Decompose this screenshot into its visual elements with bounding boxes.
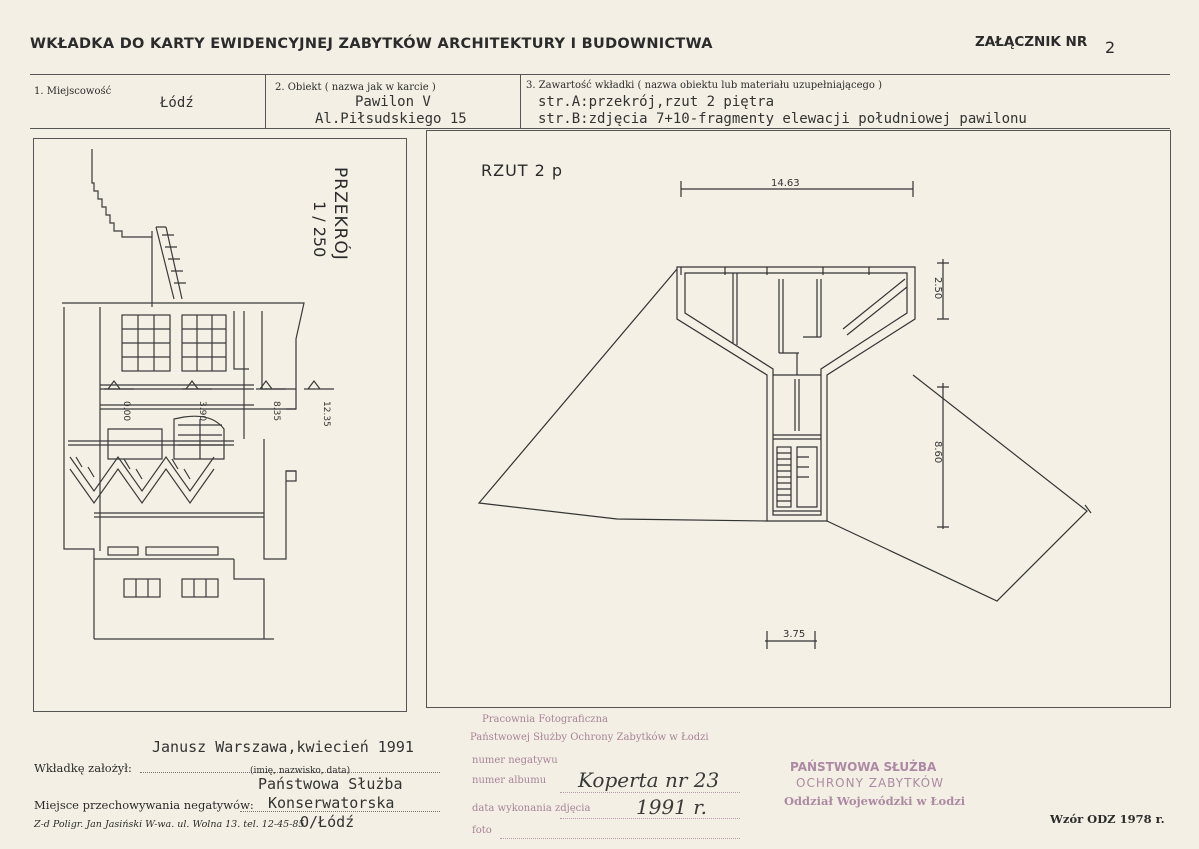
- plan-drawing-panel: RZUT 2 p: [426, 130, 1171, 708]
- printer-note: Z-d Poligr. Jan Jasiński W-wa. ul. Wolna…: [34, 819, 305, 830]
- section-level-label: 3.90: [197, 401, 207, 421]
- author-value: Janusz Warszawa,kwiecień 1991: [152, 738, 414, 756]
- content-line1: str.A:przekrój,rzut 2 piętra: [538, 94, 775, 110]
- form-id: Wzór ODZ 1978 r.: [1050, 812, 1165, 826]
- plan-dim-depth: 8.60: [932, 441, 943, 463]
- plan-drawing: 14.63 2.50 8.60 3.75: [477, 178, 1092, 649]
- object-line1: Pawilon V: [355, 94, 431, 110]
- form-title: WKŁADKA DO KARTY EWIDENCYJNEJ ZABYTKÓW A…: [30, 36, 713, 52]
- storage-label: Miejsce przechowywania negatywów:: [34, 798, 254, 812]
- office-stamp-line2: OCHRONY ZABYTKÓW: [796, 776, 944, 790]
- photo-stamp-line2: Państwowej Służby Ochrony Zabytków w Łod…: [470, 732, 709, 743]
- content-label: 3. Zawartość wkładki ( nazwa obiektu lub…: [526, 80, 883, 91]
- field-divider-1: [265, 74, 266, 128]
- annex-number: 2: [1105, 38, 1116, 57]
- content-line2: str.B:zdjęcia 7+10-fragmenty elewacji po…: [538, 111, 1027, 127]
- header-rule: [30, 74, 1170, 75]
- date-handwritten: 1991 r.: [636, 795, 707, 819]
- section-level-label: 0.00: [121, 401, 131, 421]
- office-stamp-line1: PAŃSTWOWA SŁUŻBA: [790, 760, 937, 774]
- album-line: [560, 792, 740, 793]
- author-hint: (imię, nazwisko, data): [250, 766, 351, 776]
- section-level-label: 12.35: [321, 401, 331, 427]
- photo-stamp-row4: foto: [472, 825, 492, 836]
- photo-stamp-line1: Pracownia Fotograficzna: [482, 714, 608, 725]
- locality-value: Łódź: [160, 95, 194, 111]
- object-line2: Al.Piłsudskiego 15: [315, 111, 467, 127]
- section-title: PRZEKRÓJ: [330, 167, 350, 261]
- section-drawing-panel: PRZEKRÓJ 1 / 250: [33, 138, 407, 712]
- photo-stamp-row1: numer negatywu: [472, 755, 558, 766]
- field-divider-2: [520, 74, 521, 128]
- album-handwritten: Koperta nr 23: [578, 768, 720, 792]
- fields-rule: [30, 128, 1170, 129]
- storage-dotted-line: [240, 811, 440, 812]
- photo-stamp-row3: data wykonania zdjęcia: [472, 803, 591, 814]
- storage-line2: Konserwatorska: [268, 794, 395, 812]
- plan-dim-width: 14.63: [771, 178, 800, 189]
- date-line: [560, 818, 740, 819]
- plan-dim-wing: 2.50: [932, 277, 943, 299]
- photo-line: [500, 838, 740, 839]
- office-stamp-line3: Oddział Wojewódzki w Łodzi: [784, 794, 966, 808]
- plan-dim-corridor: 3.75: [783, 629, 805, 640]
- photo-stamp-row2: numer albumu: [472, 775, 547, 786]
- plan-title: RZUT 2 p: [481, 161, 564, 180]
- author-label: Wkładkę założył:: [34, 761, 132, 775]
- section-level-label: 8.35: [271, 401, 281, 421]
- section-scale: 1 / 250: [310, 201, 329, 258]
- section-drawing: 0.00 3.90 8.35 12.35: [62, 149, 334, 640]
- storage-line1: Państwowa Służba: [258, 775, 403, 793]
- storage-line3: O/Łódź: [300, 813, 355, 831]
- author-dotted-line: [140, 772, 440, 773]
- annex-label: ZAŁĄCZNIK NR: [975, 34, 1088, 50]
- object-label: 2. Obiekt ( nazwa jak w karcie ): [275, 82, 436, 93]
- locality-label: 1. Miejscowość: [34, 86, 112, 97]
